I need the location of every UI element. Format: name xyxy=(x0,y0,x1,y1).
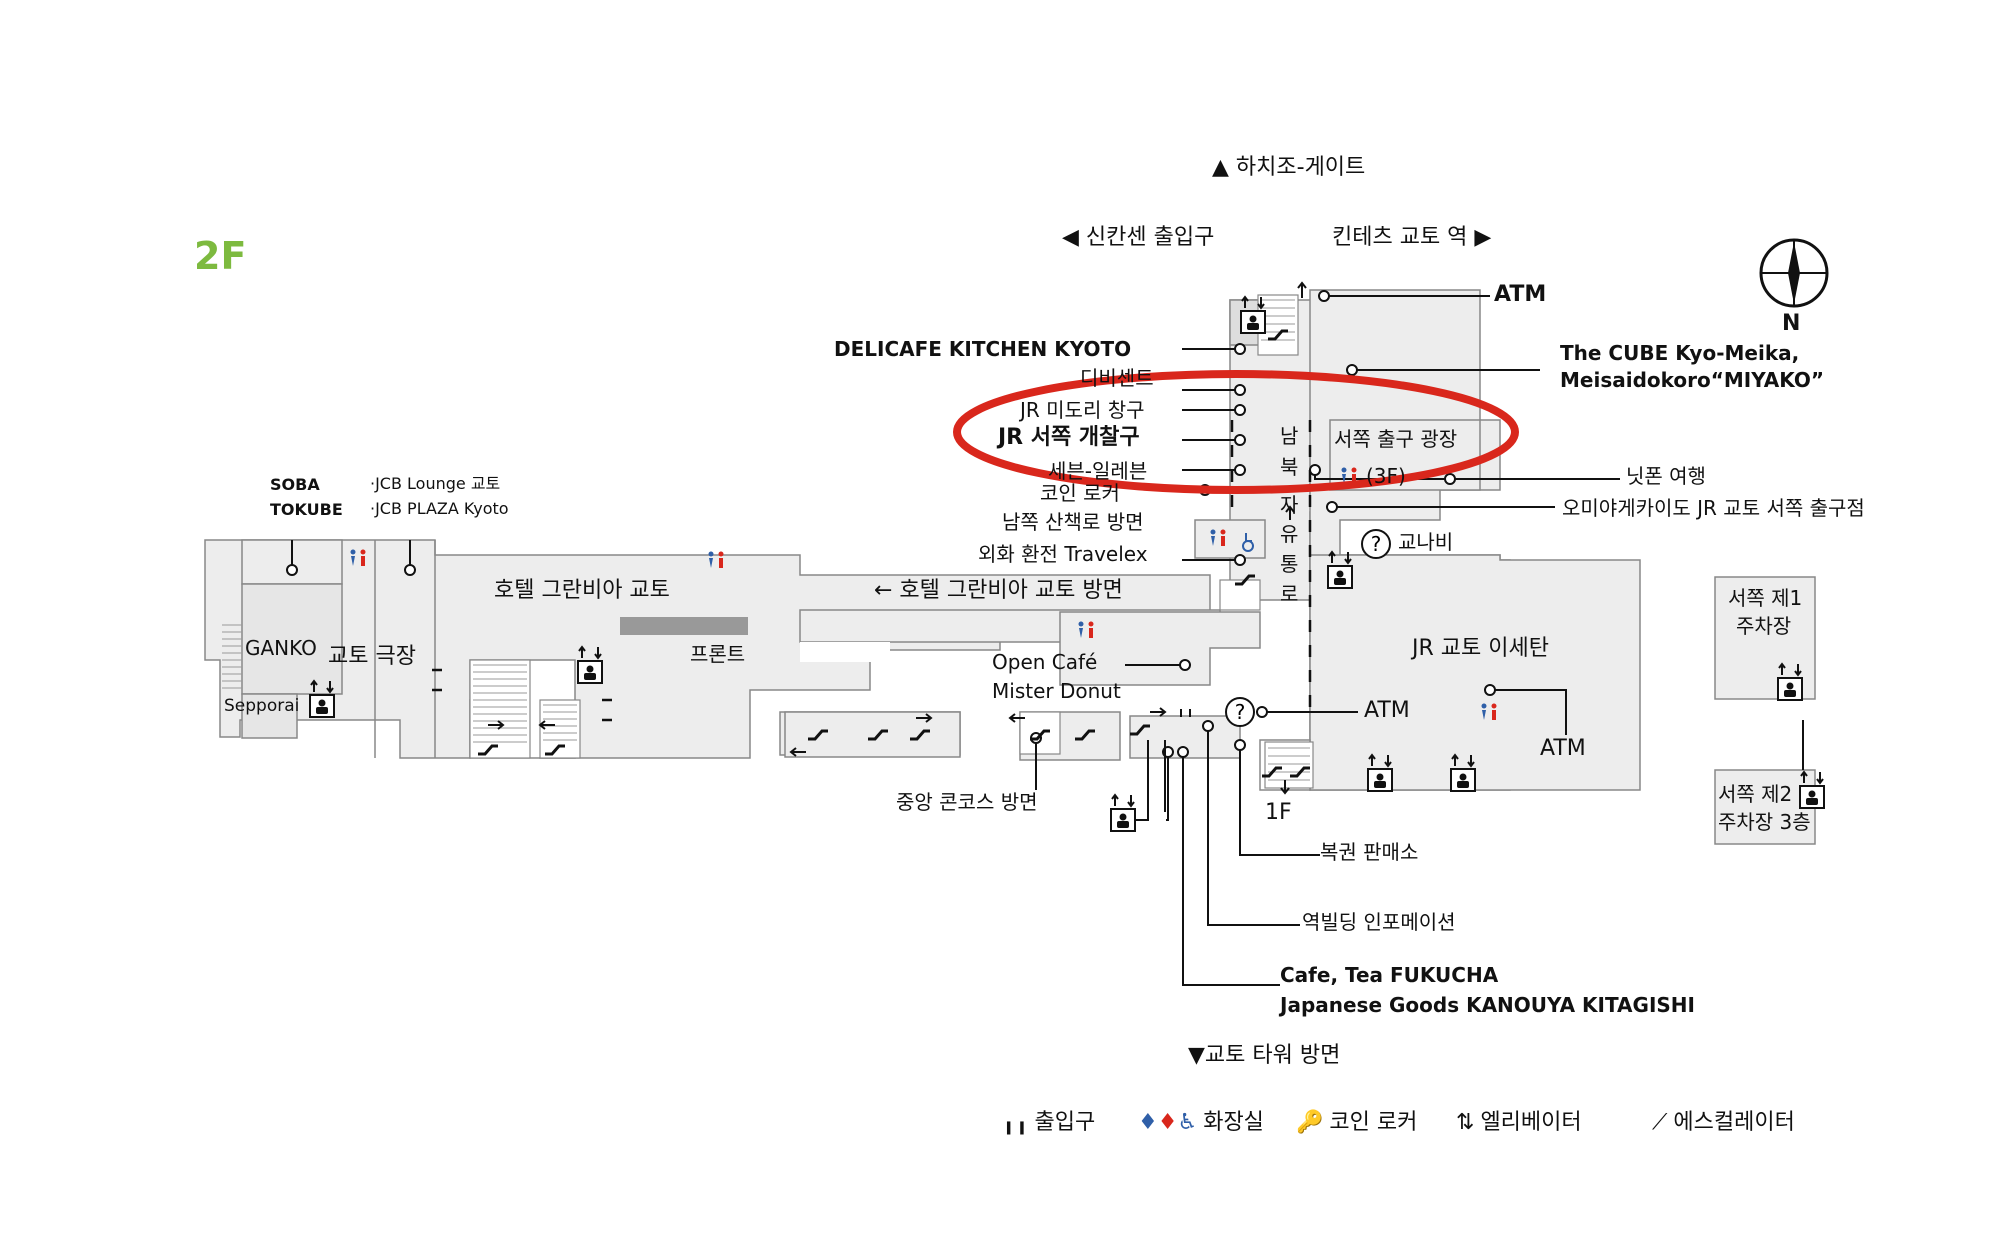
atm-right[interactable]: ATM xyxy=(1540,736,1586,761)
front-label: 프론트 xyxy=(690,642,746,666)
legend-coin-locker: 🔑코인 로커 xyxy=(1296,1110,1418,1135)
fukucha-label[interactable]: Cafe, Tea FUKUCHA xyxy=(1280,963,1499,987)
isetan-label[interactable]: JR 교토 이세탄 xyxy=(1412,636,1549,661)
soba-label-1[interactable]: SOBA xyxy=(270,475,320,494)
compass-icon xyxy=(1759,238,1829,308)
coin-locker-label: 코인 로커 xyxy=(1040,481,1120,505)
coin-locker-icon: 🔑 xyxy=(1296,1110,1324,1135)
nippon-travel-label[interactable]: 닛폰 여행 xyxy=(1626,464,1706,488)
parking1-label-2[interactable]: 주차장 xyxy=(1736,614,1792,638)
restroom-icon: ♦♦♿ xyxy=(1138,1110,1198,1135)
taxi-label: 디비센트 xyxy=(1080,366,1154,390)
corridor-char-2: 북 xyxy=(1280,455,1299,479)
delicafe-label[interactable]: DELICAFE KITCHEN KYOTO xyxy=(834,337,1132,361)
legend-restroom: ♦♦♿화장실 xyxy=(1138,1110,1264,1135)
south-direction: ▼교토 타워 방면 xyxy=(1188,1043,1341,1068)
theater-label[interactable]: 교토 극장 xyxy=(328,644,416,669)
exchange-label[interactable]: 외화 환전 Travelex xyxy=(978,542,1148,566)
svg-text:?: ? xyxy=(1371,532,1382,556)
highlight-ellipse xyxy=(953,370,1519,494)
corridor-char-6: 로 xyxy=(1280,582,1299,606)
south-walk-label: 남쪽 산책로 방면 xyxy=(1002,510,1144,534)
west-exit-plaza-label: 서쪽 출구 광장 xyxy=(1334,427,1458,451)
plaza-3f-label: (3F) xyxy=(1366,464,1406,488)
corridor-char-3: 자 xyxy=(1280,493,1299,517)
east-direction: 킨테츠 교토 역 ▶ xyxy=(1332,225,1492,250)
jcb-label-1[interactable]: ·JCB Lounge 교토 xyxy=(370,474,501,493)
sepporai-label[interactable]: Sepporai xyxy=(224,696,300,716)
svg-text:?: ? xyxy=(1235,700,1246,724)
kyonavi-label[interactable]: 교나비 xyxy=(1398,530,1454,554)
front-desk xyxy=(620,617,748,635)
floor-label: 2F xyxy=(194,234,247,278)
compass-label: N xyxy=(1782,311,1801,336)
escalator-icon: ⟋ xyxy=(1652,1110,1668,1135)
jcb-label-2[interactable]: ·JCB PLAZA Kyoto xyxy=(370,499,509,518)
central-concourse-label: 중앙 콘코스 방면 xyxy=(896,790,1038,814)
lottery-label[interactable]: 복권 판매소 xyxy=(1320,840,1419,864)
hotel-direction-label: ← 호텔 그란비아 교토 방면 xyxy=(874,578,1123,603)
corridor-char-5: 통 xyxy=(1280,552,1299,576)
leader-lines xyxy=(286,290,1804,986)
cube-label-1[interactable]: The CUBE Kyo-Meika, xyxy=(1560,341,1800,365)
west-gate-label[interactable]: JR 서쪽 개찰구 xyxy=(998,425,1140,450)
entrance-icon: ╻╻ xyxy=(1002,1110,1029,1135)
elevator-icon: ⇅ xyxy=(1456,1110,1475,1135)
legend-escalator: ⟋에스컬레이터 xyxy=(1652,1110,1795,1135)
atm-mid[interactable]: ATM xyxy=(1364,698,1410,723)
ganko-label[interactable]: GANKO xyxy=(245,636,317,660)
west-direction: ◀ 신칸센 출입구 xyxy=(1062,225,1215,250)
legend-entrance: ╻╻출입구 xyxy=(1002,1110,1096,1135)
kanouya-label[interactable]: Japanese Goods KANOUYA KITAGISHI xyxy=(1280,993,1695,1017)
north-direction: ▲ 하치조-게이트 xyxy=(1212,155,1366,180)
cube-label-2[interactable]: Meisaidokoro“MIYAKO” xyxy=(1560,368,1825,392)
parking2-label-2[interactable]: 주차장 3층 xyxy=(1718,810,1811,834)
corridor-char-1: 남 xyxy=(1280,424,1299,448)
midori-label[interactable]: JR 미도리 창구 xyxy=(1020,398,1145,422)
hotel-label[interactable]: 호텔 그란비아 교토 xyxy=(494,578,670,603)
parking1-label-1[interactable]: 서쪽 제1 xyxy=(1728,586,1803,610)
omiyage-label[interactable]: 오미야게카이도 JR 교토 서쪽 출구점 xyxy=(1562,496,1865,520)
info-label[interactable]: 역빌딩 인포메이션 xyxy=(1302,910,1456,934)
corridor-char-4: 유 xyxy=(1280,522,1299,546)
parking2-label-1[interactable]: 서쪽 제2 xyxy=(1718,782,1793,806)
atm-top[interactable]: ATM xyxy=(1494,282,1547,307)
1f-label: 1F xyxy=(1265,800,1292,825)
legend-elevator: ⇅엘리베이터 xyxy=(1456,1110,1582,1135)
mister-donut-label[interactable]: Mister Donut xyxy=(992,679,1121,703)
open-cafe-label[interactable]: Open Café xyxy=(992,650,1098,674)
soba-label-2[interactable]: TOKUBE xyxy=(270,500,343,519)
seven-eleven-label[interactable]: 세븐-일레븐 xyxy=(1048,459,1148,483)
